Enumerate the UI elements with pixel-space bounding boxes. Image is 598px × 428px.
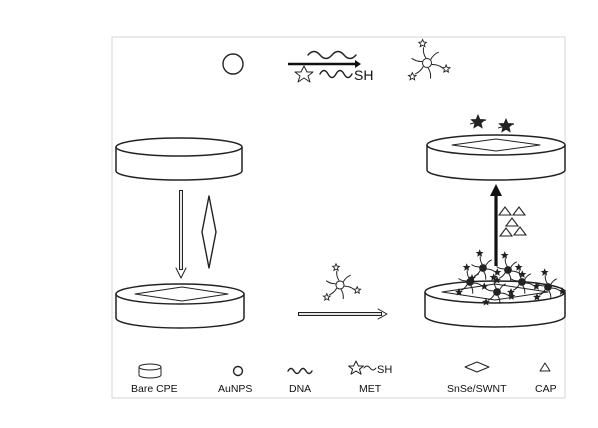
aunp-dna-met-conjugate-icon [407,38,452,81]
legend-triangle-icon [539,362,551,372]
conjugate-unit [492,251,527,284]
modification-arrow-down [175,190,187,279]
bare-cpe-electrode [115,137,243,181]
cap-triangle [512,226,528,236]
conjugate-unit [467,249,502,282]
legend-met-star-icon [348,360,364,375]
legend-label-cap: CAP [535,383,557,395]
thiol-label: SH [354,67,373,83]
legend-item-aunps: AuNPS [218,365,252,395]
conjugate-loaded-electrode [424,280,566,328]
aunp-dna-met-conjugate-middle-icon [322,262,362,302]
snse-swnt-modified-electrode [115,283,245,329]
legend-diamond-icon [464,361,490,373]
legend-label-snse-swnt: SnSe/SWNT [447,383,507,395]
legend-item-met: SH MET [348,360,392,395]
legend-label-aunps: AuNPS [218,383,252,395]
cap-triangle [511,206,527,216]
legend-item-cap: CAP [535,362,557,395]
diagram-frame [111,36,566,399]
cap-bound-electrode [426,134,566,181]
conjugate-unit [322,262,362,302]
aunp-particle-icon [222,53,244,75]
cap-analyte-molecules-icon [497,206,528,237]
cap-triangle [504,217,520,227]
conjugate-immobilization-arrow [298,308,388,320]
cap-triangle [497,206,513,216]
snse-swnt-nanosheet-icon [201,195,217,269]
legend-item-snse-swnt: SnSe/SWNT [447,361,507,395]
conjugate-unit [407,38,452,81]
legend-aunp-icon [232,365,244,377]
legend-dna-icon [287,367,313,375]
cap-triangle [498,227,514,237]
legend-label-bare-cpe: Bare CPE [131,383,178,395]
legend-met-thiol: SH [377,364,392,376]
legend-label-met: MET [359,383,382,395]
legend-label-dna: DNA [289,383,311,395]
conjugate-unit [532,268,567,301]
cap-recognition-arrow-up [490,184,502,266]
legend-item-bare-cpe: Bare CPE [131,363,178,395]
attached-conjugates-cluster [454,249,567,306]
conjugate-unit [481,273,516,306]
dna-strand-with-met-icon: SH [288,50,373,83]
legend-item-dna: DNA [287,367,313,395]
legend: Bare CPE AuNPS DNA SH MET SnSe/SWNT CAP [131,360,557,395]
top-electrode-conjugates [469,113,515,133]
